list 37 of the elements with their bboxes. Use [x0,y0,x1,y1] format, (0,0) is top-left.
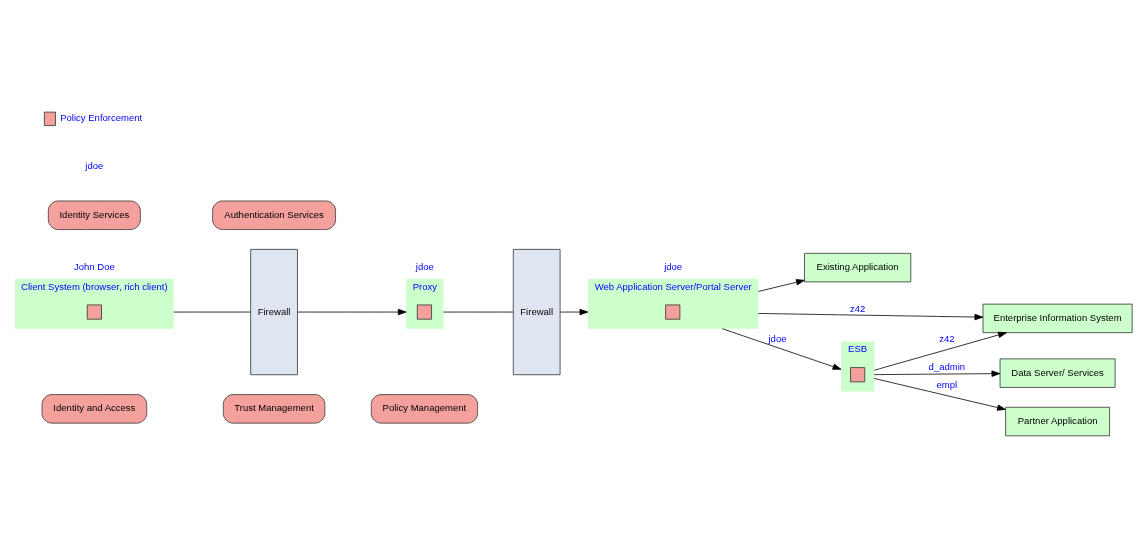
node-box [850,366,866,382]
edge-label: empl [936,378,958,390]
arrow [873,370,1001,377]
arrow [873,331,1007,371]
node-box: Firewall [250,248,298,375]
legend-label: Policy Enforcement [60,111,143,123]
arrow [297,308,407,315]
node-box: Identity Services [47,200,141,230]
node-label: jdoe [664,260,683,272]
node-box: Trust Management [222,393,326,424]
node-box: Identity and Access [41,393,148,424]
edge-label: d_admin [928,360,966,372]
edge-label: z42 [939,332,955,344]
arrow [758,278,805,292]
node-box: Enterprise Information System [982,303,1133,333]
cluster: ESB [840,340,875,391]
node-box: Partner Application [1005,406,1110,436]
node-box [86,304,102,320]
arrow [721,327,842,370]
edge-label: jdoe [768,332,787,344]
node-label: jdoe [415,260,434,272]
node-label: John Doe [73,260,115,272]
node-box [416,304,432,320]
node-box: Authentication Services [212,200,336,230]
node-box: Firewall [512,248,561,375]
cluster: Proxy [406,278,444,329]
arrow [873,377,1006,411]
edge-label: z42 [849,302,866,314]
cluster: Client System (browser, rich client) [15,278,174,329]
node-box: Data Server/ Services [999,357,1116,388]
node-box [665,304,681,320]
arrow [559,308,589,315]
node-box: Policy Management [370,393,478,424]
label: jdoe [85,159,104,171]
arrow [758,312,984,320]
node-box: Existing Application [804,252,912,282]
cluster: Web Application Server/Portal Server [587,278,759,329]
